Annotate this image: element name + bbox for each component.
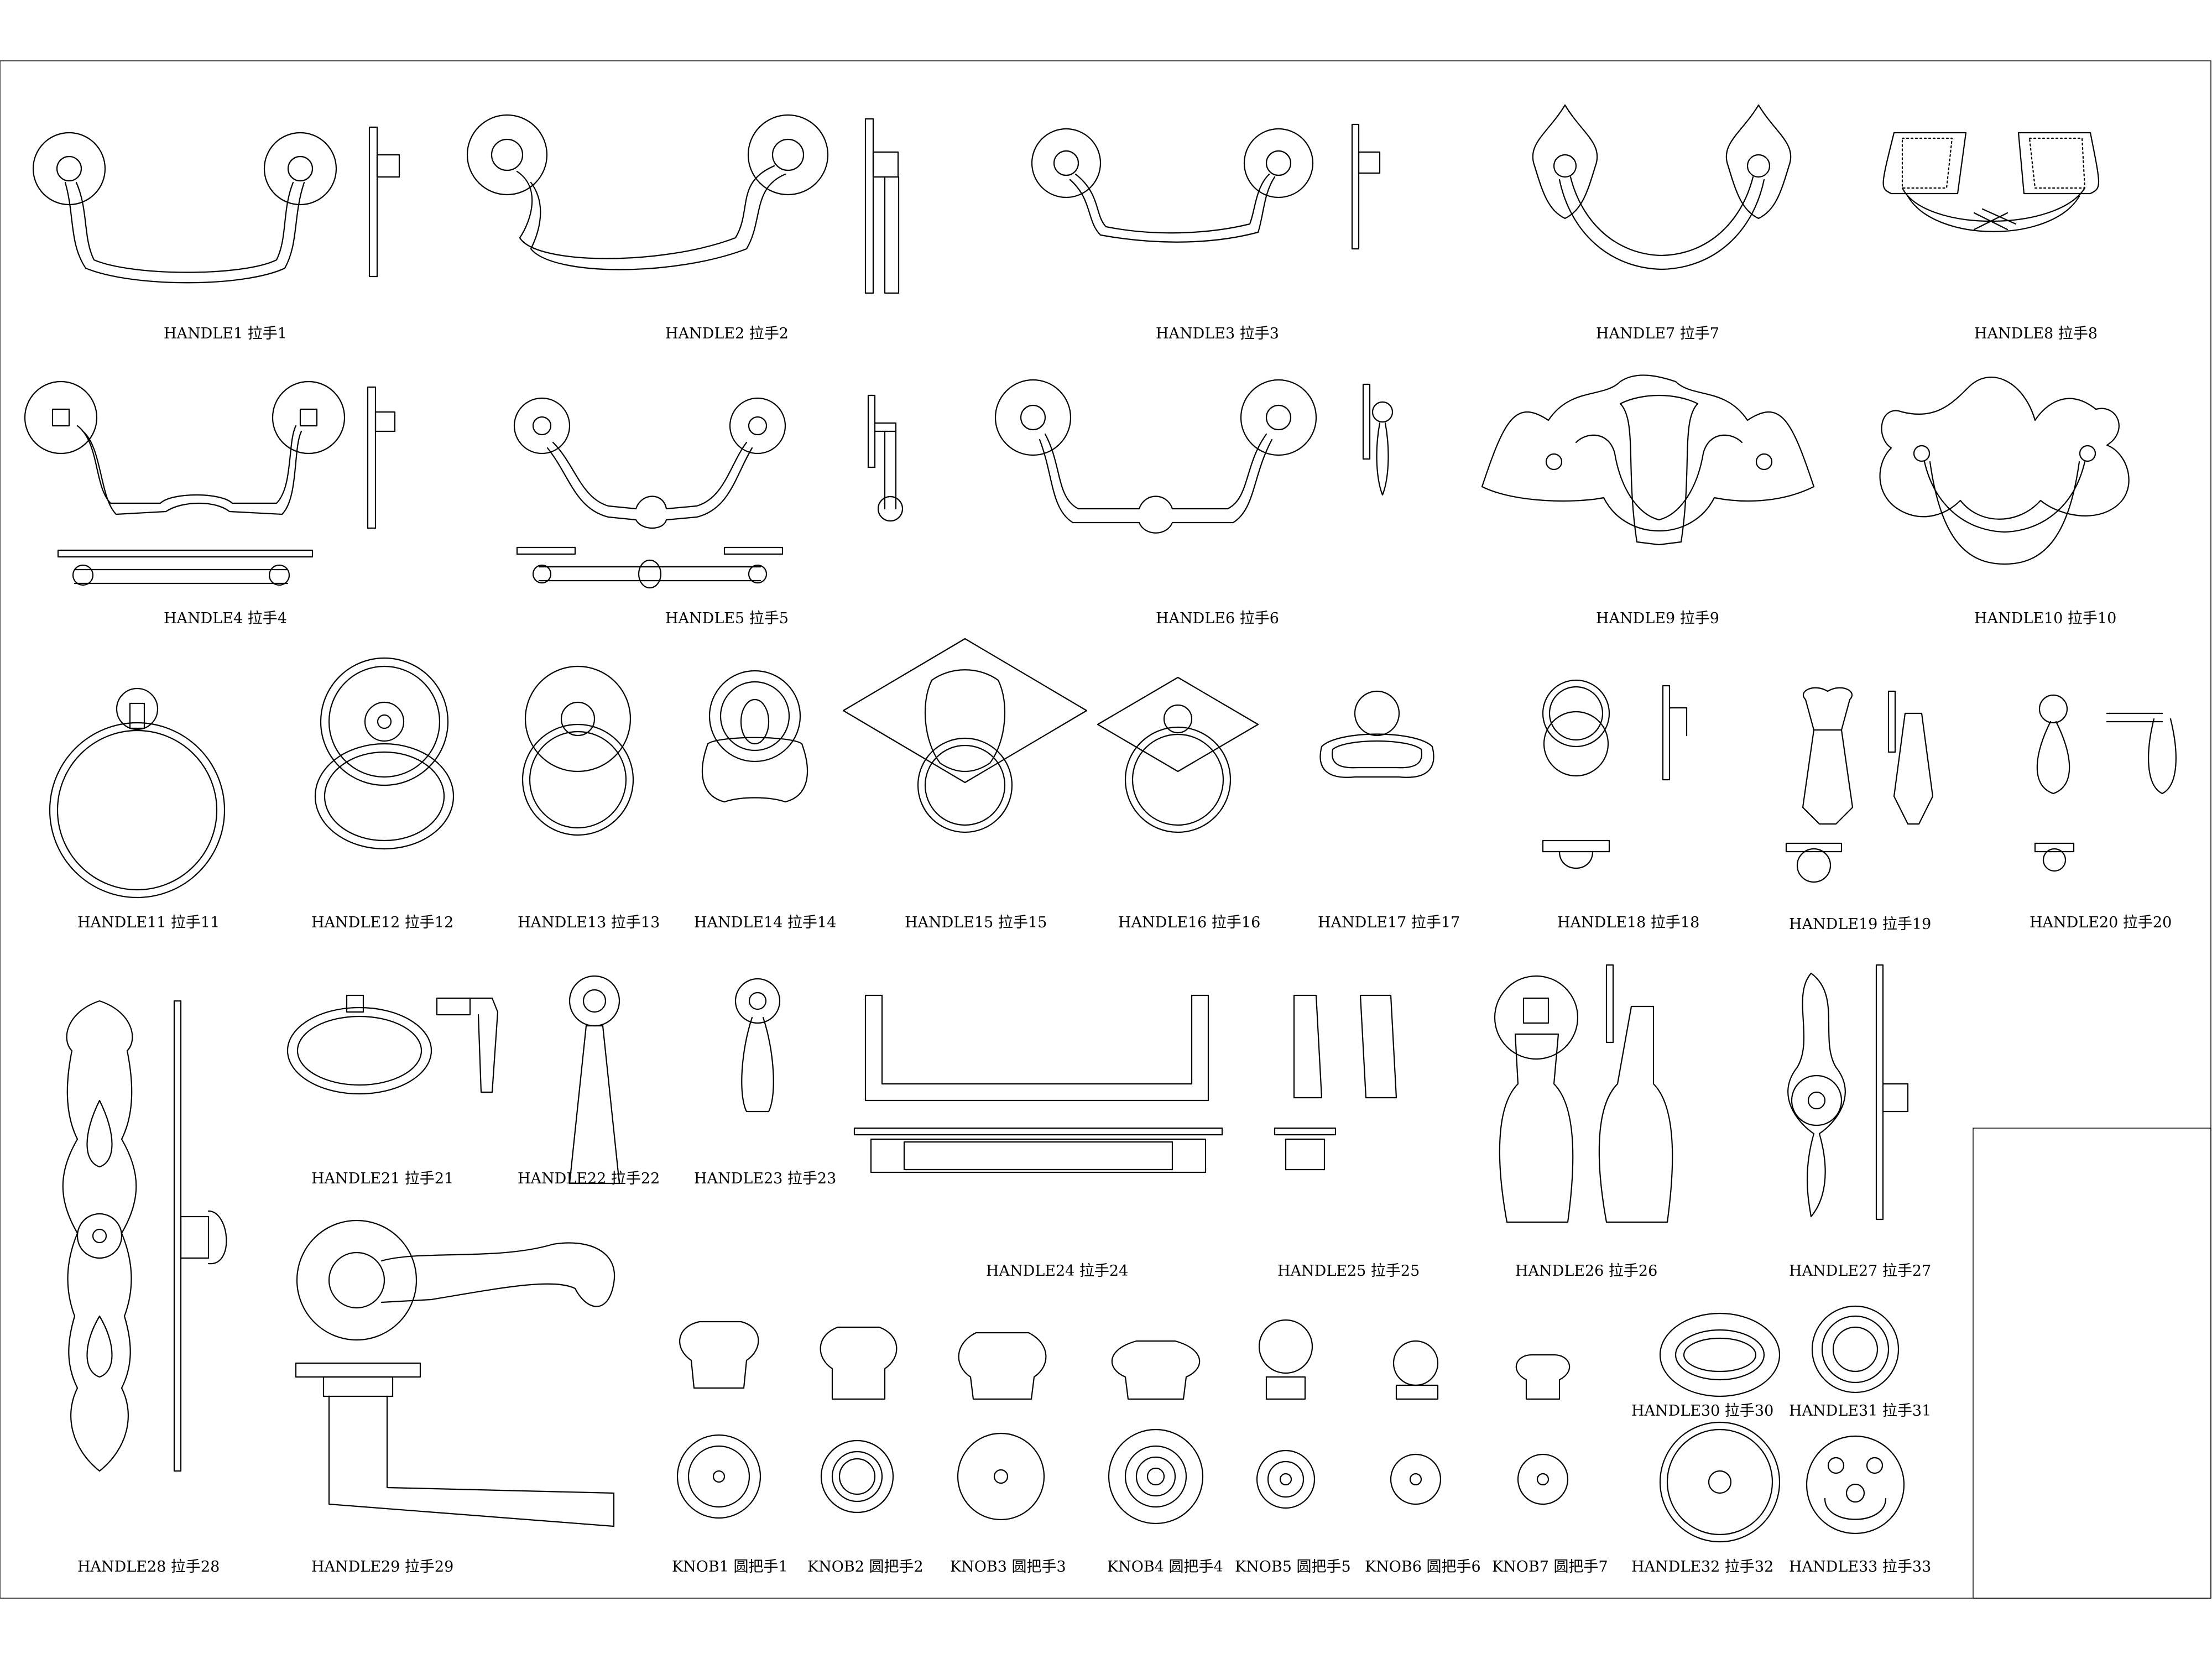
handle1-drawing — [32, 126, 400, 284]
handle2-drawing — [466, 114, 900, 294]
label-handle30: HANDLE30 拉手30 — [1631, 1402, 1773, 1420]
handle5-drawing — [513, 394, 904, 589]
label-knob3: KNOB3 圆把手3 — [950, 1558, 1066, 1575]
label-handle33: HANDLE33 拉手33 — [1789, 1558, 1931, 1575]
label-knob1: KNOB1 圆把手1 — [672, 1558, 788, 1575]
label-handle8: HANDLE8 拉手8 — [1974, 325, 2098, 342]
handle14-drawing — [701, 670, 808, 803]
label-handle22: HANDLE22 拉手22 — [518, 1170, 660, 1187]
label-handle3: HANDLE3 拉手3 — [1156, 325, 1279, 342]
label-handle19: HANDLE19 拉手19 — [1789, 916, 1931, 933]
handle7-drawing — [1532, 104, 1792, 270]
label-handle17: HANDLE17 拉手17 — [1318, 914, 1460, 931]
handle4-drawing — [24, 380, 396, 586]
label-handle26: HANDLE26 拉手26 — [1515, 1262, 1657, 1280]
label-handle23: HANDLE23 拉手23 — [694, 1170, 836, 1187]
handle23-drawing — [734, 978, 781, 1113]
label-knob6: KNOB6 圆把手6 — [1365, 1558, 1481, 1575]
label-handle25: HANDLE25 拉手25 — [1277, 1262, 1420, 1280]
label-knob2: KNOB2 圆把手2 — [807, 1558, 924, 1575]
handle9-drawing — [1481, 374, 1815, 546]
handle25-drawing — [1274, 994, 1397, 1171]
title-block — [1973, 1128, 2211, 1599]
knob4-drawing — [1108, 1340, 1204, 1525]
handle21-drawing — [286, 994, 499, 1095]
handle16-drawing — [1097, 676, 1259, 833]
handle26-drawing — [1494, 964, 1673, 1223]
label-handle28: HANDLE28 拉手28 — [77, 1558, 220, 1575]
handle8-drawing — [1882, 132, 2100, 232]
handle10-drawing — [1879, 377, 2130, 565]
label-handle2: HANDLE2 拉手2 — [665, 325, 789, 342]
knob7-drawing — [1515, 1354, 1571, 1505]
knob6-drawing — [1390, 1340, 1442, 1505]
label-handle9: HANDLE9 拉手9 — [1596, 610, 1719, 627]
handle11-drawing — [49, 687, 226, 899]
label-handle16: HANDLE16 拉手16 — [1118, 914, 1260, 931]
drawing-frame — [0, 60, 2211, 1599]
label-knob5: KNOB5 圆把手5 — [1235, 1558, 1351, 1575]
label-handle18: HANDLE18 拉手18 — [1557, 914, 1699, 931]
label-handle21: HANDLE21 拉手21 — [311, 1170, 453, 1187]
handle3-drawing — [1031, 123, 1381, 250]
label-handle7: HANDLE7 拉手7 — [1596, 325, 1719, 342]
label-handle12: HANDLE12 拉手12 — [311, 914, 453, 931]
label-knob7: KNOB7 圆把手7 — [1492, 1558, 1608, 1575]
label-handle20: HANDLE20 拉手20 — [2030, 914, 2172, 931]
handle18-drawing — [1542, 679, 1688, 869]
handle13-drawing — [521, 665, 634, 836]
handle20-drawing — [2034, 694, 2177, 872]
label-handle32: HANDLE32 拉手32 — [1631, 1558, 1773, 1575]
knob5-drawing — [1256, 1319, 1316, 1509]
handle31-drawing — [1811, 1305, 1900, 1394]
label-handle6: HANDLE6 拉手6 — [1156, 610, 1279, 627]
handle32-drawing — [1659, 1421, 1781, 1543]
handle6-drawing — [994, 379, 1394, 534]
label-handle13: HANDLE13 拉手13 — [518, 914, 660, 931]
knob3-drawing — [957, 1332, 1047, 1521]
label-handle10: HANDLE10 拉手10 — [1974, 610, 2116, 627]
label-handle29: HANDLE29 拉手29 — [311, 1558, 453, 1575]
handle22-drawing — [568, 975, 620, 1185]
knob2-drawing — [820, 1326, 898, 1514]
label-handle11: HANDLE11 拉手11 — [77, 914, 220, 931]
label-handle14: HANDLE14 拉手14 — [694, 914, 836, 931]
handle27-drawing — [1787, 964, 1909, 1220]
label-handle5: HANDLE5 拉手5 — [665, 610, 789, 627]
handle28-drawing — [62, 1000, 227, 1472]
label-handle31: HANDLE31 拉手31 — [1789, 1402, 1931, 1420]
handle24-drawing — [853, 994, 1223, 1173]
handle15-drawing — [842, 638, 1088, 833]
label-handle15: HANDLE15 拉手15 — [905, 914, 1047, 931]
label-handle4: HANDLE4 拉手4 — [164, 610, 287, 627]
label-handle27: HANDLE27 拉手27 — [1789, 1262, 1931, 1280]
label-handle24: HANDLE24 拉手24 — [986, 1262, 1128, 1280]
handle29-drawing — [295, 1219, 615, 1527]
label-knob4: KNOB4 圆把手4 — [1107, 1558, 1223, 1575]
handle30-drawing — [1659, 1312, 1781, 1397]
handle33-drawing — [1806, 1435, 1905, 1535]
handle12-drawing — [314, 657, 455, 850]
label-handle1: HANDLE1 拉手1 — [164, 325, 287, 342]
knob1-drawing — [676, 1321, 761, 1519]
handle17-drawing — [1319, 690, 1434, 778]
handle19-drawing — [1785, 687, 1934, 883]
